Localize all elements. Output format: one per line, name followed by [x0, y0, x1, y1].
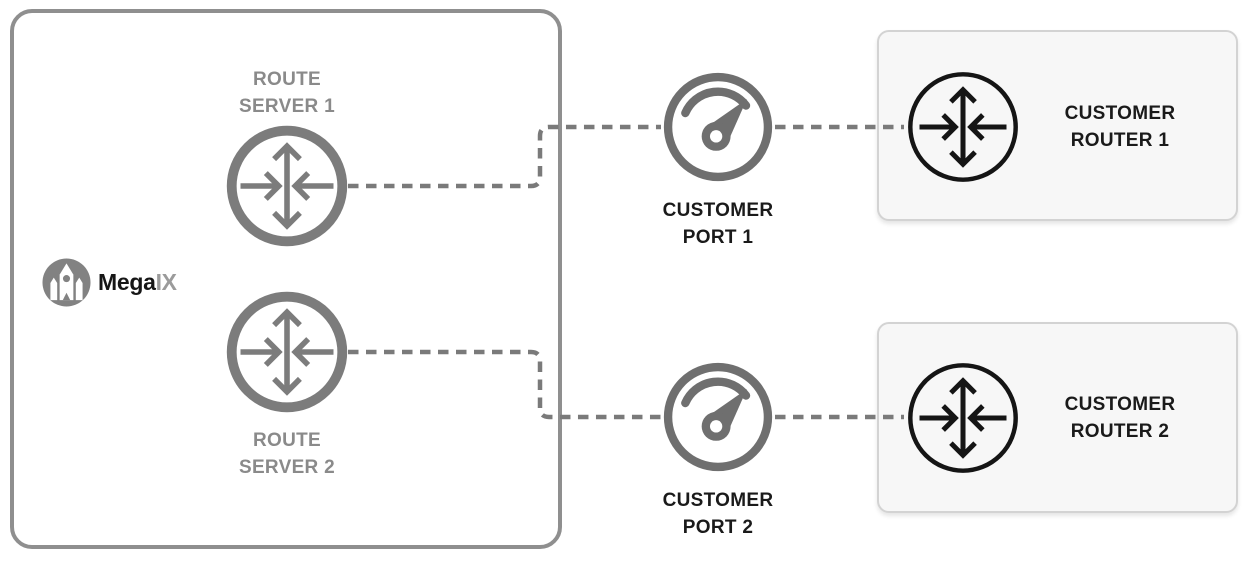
route-server-2-label-line2: SERVER 2	[238, 457, 336, 478]
brand-text: MegaIX	[98, 258, 177, 307]
brand-text-bold: Mega	[98, 269, 156, 295]
customer-port-2-label: CUSTOMER PORT 2	[608, 487, 828, 541]
route-server-2-router-icon	[225, 290, 349, 414]
customer-port-1-label-line2: PORT 1	[682, 227, 754, 248]
customer-router-2-router-icon	[905, 360, 1021, 476]
customer-router-1-label-line2: ROUTER 1	[1070, 130, 1170, 151]
customer-port-2-label-line1: CUSTOMER	[662, 490, 774, 511]
route-server-2-label: ROUTE SERVER 2	[177, 427, 397, 481]
customer-port-1-label: CUSTOMER PORT 1	[608, 197, 828, 251]
customer-router-2-label-line2: ROUTER 2	[1070, 421, 1170, 442]
route-server-1-label-line1: ROUTE	[253, 69, 321, 90]
route-server-1-label: ROUTE SERVER 1	[177, 66, 397, 120]
customer-port-1-speedometer-icon	[662, 71, 774, 183]
customer-port-2-speedometer-icon	[662, 361, 774, 473]
customer-router-1-label: CUSTOMER ROUTER 1	[1010, 100, 1230, 154]
customer-router-2-label-line1: CUSTOMER	[1064, 394, 1176, 415]
customer-router-1-label-line1: CUSTOMER	[1064, 103, 1176, 124]
route-server-2-label-line1: ROUTE	[253, 430, 321, 451]
customer-router-1-router-icon	[905, 69, 1021, 185]
customer-router-2-label: CUSTOMER ROUTER 2	[1010, 391, 1230, 445]
link-route-server-2-to-port-2	[348, 349, 661, 420]
customer-port-1-label-line1: CUSTOMER	[662, 200, 774, 221]
link-route-server-1-to-port-1	[348, 124, 661, 189]
route-server-1-router-icon	[225, 124, 349, 248]
customer-port-2-label-line2: PORT 2	[682, 517, 754, 538]
megaix-logo: MegaIX	[42, 258, 177, 307]
megaport-rocket-icon	[42, 258, 91, 307]
megaix-exchange-box	[10, 9, 562, 549]
route-server-1-label-line2: SERVER 1	[238, 96, 336, 117]
brand-text-light: IX	[155, 269, 177, 295]
